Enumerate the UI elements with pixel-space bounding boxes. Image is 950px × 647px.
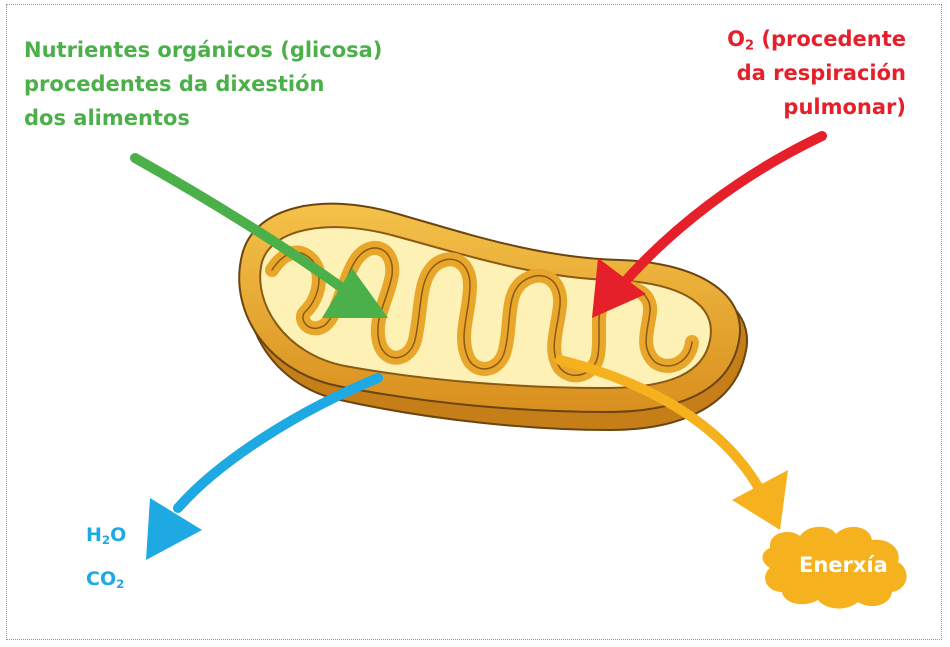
nutrients-line-3: dos alimentos — [24, 101, 382, 135]
energy-label: Enerxía — [799, 553, 888, 577]
oxygen-line-2: da respiración — [727, 56, 906, 90]
products-arrow — [146, 378, 378, 560]
oxygen-symbol: O — [727, 27, 745, 51]
nutrients-label: Nutrientes orgánicos (glicosa) procedent… — [24, 33, 382, 135]
water-label: H2O — [86, 518, 126, 552]
nutrients-line-2: procedentes da dixestión — [24, 67, 382, 101]
oxygen-line-1: O2 (procedente — [727, 22, 906, 56]
carbon-dioxide-label: CO2 — [86, 562, 124, 596]
water-rest: O — [110, 524, 126, 546]
carbon-dioxide-symbol: CO — [86, 568, 116, 590]
oxygen-label: O2 (procedente da respiración pulmonar) — [727, 22, 906, 124]
oxygen-line-1-rest: (procedente — [754, 27, 906, 51]
oxygen-line-3: pulmonar) — [727, 90, 906, 124]
oxygen-subscript: 2 — [745, 38, 754, 53]
water-symbol: H — [86, 524, 102, 546]
nutrients-line-1: Nutrientes orgánicos (glicosa) — [24, 33, 382, 67]
water-subscript: 2 — [102, 533, 110, 547]
carbon-dioxide-subscript: 2 — [116, 577, 124, 591]
